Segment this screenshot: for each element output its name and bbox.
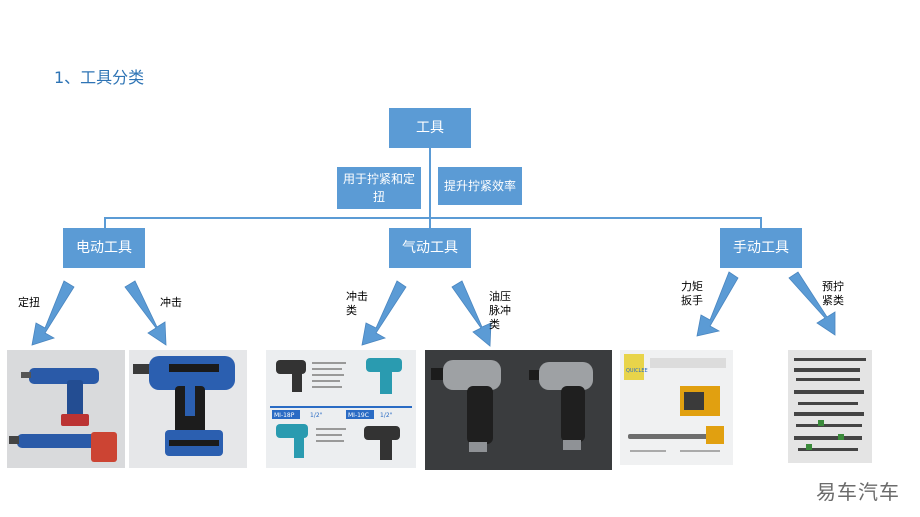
arrow-manual-right-icon [788,271,836,336]
category-electric: 电动工具 [63,228,145,268]
note-right-text: 提升拧紧效率 [443,179,516,193]
impact-driver-icon [129,350,247,468]
pre-tighten-tools-icon [788,350,872,463]
page-title: 1、工具分类 [54,68,145,87]
category-electric-label: 电动工具 [76,240,132,256]
photo-pneumatic-catalog: MI-18P 1/2" MI-19C 1/2" [266,350,416,468]
arrow-manual-left-icon [696,271,739,337]
label-oil-pulse: 油压脉冲类 [489,290,511,331]
connector-drop-right [760,217,762,228]
label-pre-tighten: 预拧紧类 [822,280,844,307]
connector-horizontal [104,217,762,219]
category-manual-label: 手动工具 [733,240,789,256]
root-node: 工具 [389,108,471,148]
connector-drop-middle [429,217,431,228]
logo-watermark: 易车汽车 [816,480,900,504]
electric-screwdriver-icon [7,350,125,468]
connector-drop-left [104,217,106,228]
catalog-size-1: 1/2" [310,412,323,419]
category-pneumatic: 气动工具 [389,228,471,268]
note-left: 用于拧紧和定扭 [337,167,421,209]
category-manual: 手动工具 [720,228,802,268]
torque-brand: QUICLEE [626,368,648,374]
photo-impact-driver [129,350,247,468]
label-impact-class: 冲击类 [346,290,368,317]
arrow-pneumatic-right-icon [451,280,492,347]
connector-stem [429,148,431,218]
torque-wrench-icon: QUICLEE [620,350,733,465]
note-right: 提升拧紧效率 [438,167,522,205]
catalog-model-1: MI-18P [274,412,295,419]
arrow-electric-right-icon [124,280,167,346]
catalog-model-2: MI-19C [348,412,369,419]
photo-electric-screwdriver [7,350,125,468]
label-torque-wrench: 力矩扳手 [681,280,703,307]
photo-torque-wrench: QUICLEE [620,350,733,465]
arrow-pneumatic-left-icon [361,280,407,346]
note-left-text: 用于拧紧和定扭 [342,172,415,204]
arrow-electric-left-icon [31,280,75,346]
category-pneumatic-label: 气动工具 [402,240,458,256]
label-impact: 冲击 [160,296,182,309]
label-fixed-torque: 定扭 [18,296,40,309]
photo-oil-pulse-tools [425,350,612,470]
pneumatic-catalog-icon: MI-18P 1/2" MI-19C 1/2" [266,350,416,468]
photo-pre-tighten-tools [788,350,872,463]
catalog-size-2: 1/2" [380,412,393,419]
oil-pulse-tools-icon [425,350,612,470]
root-node-label: 工具 [416,120,444,136]
